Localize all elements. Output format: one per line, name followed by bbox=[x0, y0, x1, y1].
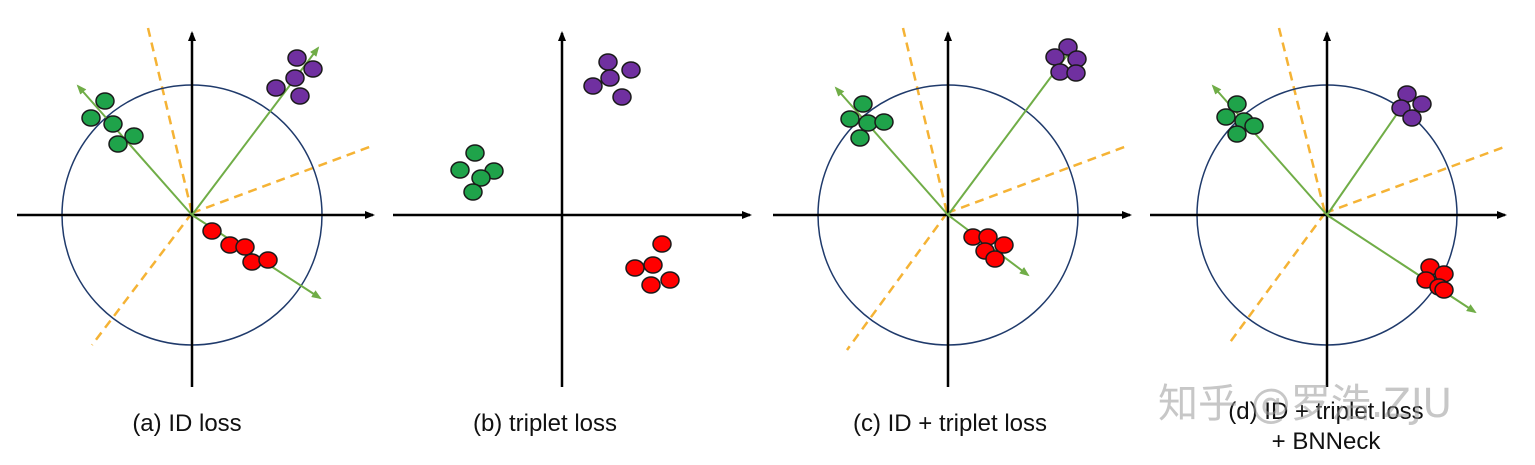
panel-b-green-cluster bbox=[450, 144, 504, 201]
panel-d-purple-cluster bbox=[1391, 85, 1432, 127]
panel-d-boundaries bbox=[1226, 27, 1508, 346]
panel-b-red-cluster bbox=[625, 235, 680, 294]
panel-d-caption-line1: (d) ID + triplet loss bbox=[1228, 398, 1423, 425]
panel-a-purple-cluster bbox=[266, 49, 323, 105]
panel-a-green-cluster bbox=[81, 92, 144, 153]
panel-a: (a) ID loss bbox=[17, 27, 375, 437]
panel-c-red-cluster bbox=[963, 228, 1014, 268]
panel-c-green-cluster bbox=[840, 95, 894, 147]
panel-d: (d) ID + triplet loss + BNNeck bbox=[1150, 27, 1508, 455]
panel-a-red-cluster bbox=[202, 222, 278, 271]
panel-b: (b) triplet loss bbox=[393, 31, 752, 437]
panel-d-caption-line2: + BNNeck bbox=[1272, 428, 1382, 455]
panel-b-caption: (b) triplet loss bbox=[473, 410, 617, 437]
panel-c-caption: (c) ID + triplet loss bbox=[853, 410, 1047, 437]
panel-c-purple-cluster bbox=[1045, 38, 1087, 82]
panel-d-red-cluster bbox=[1416, 258, 1454, 299]
panel-d-green-cluster bbox=[1216, 95, 1264, 143]
panel-c-class-arrows bbox=[834, 48, 1073, 277]
panel-b-purple-cluster bbox=[583, 53, 641, 106]
panel-c: (c) ID + triplet loss bbox=[773, 27, 1132, 437]
watermark: 知乎 @罗浩.ZJU bbox=[1158, 381, 1452, 427]
panel-a-boundaries bbox=[91, 27, 373, 346]
panel-c-boundaries bbox=[845, 27, 1128, 351]
panel-a-caption: (a) ID loss bbox=[132, 410, 241, 437]
